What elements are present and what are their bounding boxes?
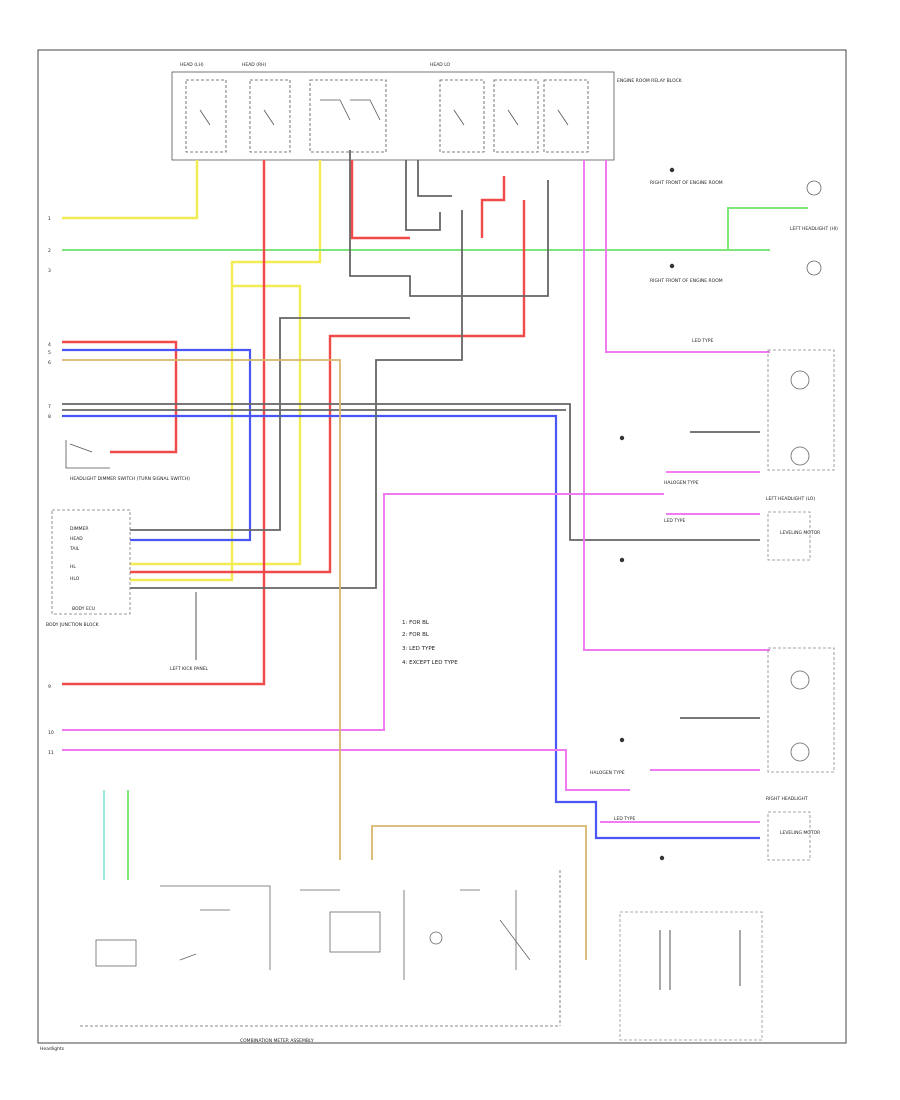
svg-text:TAIL: TAIL — [69, 546, 80, 552]
svg-text:HLO: HLO — [70, 576, 80, 582]
wire-blue — [62, 348, 760, 840]
right-ground-label-2: RIGHT FRONT OF ENGINE ROOM — [650, 278, 723, 284]
svg-text:7: 7 — [48, 404, 51, 410]
svg-text:3: 3 — [48, 268, 51, 274]
bottom-right-connectors — [619, 911, 763, 1041]
led-type-label-2: LED TYPE — [664, 518, 685, 524]
legend-item-4: 4: EXCEPT LED TYPE — [402, 660, 458, 666]
legend-item-3: 3: LED TYPE — [402, 646, 436, 652]
led-type-label-1: LED TYPE — [692, 338, 713, 344]
fuse-label-1: HEAD (LH) — [180, 62, 204, 68]
body-ecu: DIMMER HEAD TAIL HL HLO BODY ECU — [51, 509, 131, 615]
leveling-label-2: LEVELING MOTOR — [780, 830, 820, 836]
svg-text:5: 5 — [48, 350, 51, 356]
svg-text:6: 6 — [48, 360, 51, 366]
legend-item-2: 2: FOR BL — [402, 632, 430, 638]
ground-left-label: LEFT KICK PANEL — [170, 666, 209, 672]
halogen-type-label-1: HALOGEN TYPE — [664, 480, 699, 486]
wire-magenta — [62, 160, 770, 823]
right-ground-label-1: RIGHT FRONT OF ENGINE ROOM — [650, 180, 723, 186]
legend-item-1: 1: FOR BL — [402, 620, 430, 626]
left-headlight-hi-label: LEFT HEADLIGHT (HI) — [790, 226, 838, 232]
wire-tan — [62, 359, 587, 960]
right-ground-connectors — [619, 167, 675, 861]
headlight-bulbs — [790, 180, 822, 762]
leveling-label-1: LEVELING MOTOR — [780, 530, 820, 536]
svg-text:DIMMER: DIMMER — [70, 526, 89, 532]
engine-relay-block — [171, 71, 615, 161]
footer-label: Headlights — [40, 1046, 65, 1052]
dimmer-switch-label: HEADLIGHT DIMMER SWITCH (TURN SIGNAL SWI… — [70, 476, 190, 482]
svg-text:HL: HL — [70, 564, 76, 570]
diagram-frame — [37, 49, 847, 1044]
combination-meter — [80, 870, 561, 1027]
halogen-type-label-2: HALOGEN TYPE — [590, 770, 625, 776]
svg-text:HEAD: HEAD — [70, 536, 83, 542]
wire-black — [62, 150, 760, 719]
fuse-label-2: HEAD (RH) — [242, 62, 266, 68]
svg-text:1: 1 — [48, 216, 51, 222]
left-connector-labels: 1 2 3 4 5 6 7 8 9 10 11 — [48, 216, 54, 756]
svg-text:11: 11 — [48, 750, 54, 756]
engine-relay-label: ENGINE ROOM RELAY BLOCK — [617, 78, 683, 84]
headlight-housings — [767, 349, 835, 861]
wire-green — [62, 207, 808, 880]
svg-text:8: 8 — [48, 414, 51, 420]
wire-red — [62, 160, 526, 686]
body-jb-label: BODY JUNCTION BLOCK — [46, 622, 100, 628]
svg-text:2: 2 — [48, 248, 51, 254]
legend: 1: FOR BL 2: FOR BL 3: LED TYPE 4: EXCEP… — [402, 620, 458, 666]
right-headlight-label: RIGHT HEADLIGHT — [766, 796, 808, 802]
svg-text:10: 10 — [48, 730, 54, 736]
left-headlight-lo-label: LEFT HEADLIGHT (LO) — [766, 496, 815, 502]
fuse-label-3: HEAD LO — [430, 62, 451, 68]
svg-text:9: 9 — [48, 684, 51, 690]
body-ecu-label: BODY ECU — [72, 606, 95, 612]
svg-text:4: 4 — [48, 342, 51, 348]
led-type-label-3: LED TYPE — [614, 816, 635, 822]
combination-meter-label: COMBINATION METER ASSEMBLY — [240, 1038, 314, 1044]
dimmer-switch — [65, 440, 110, 469]
wire-yellow — [62, 160, 322, 582]
